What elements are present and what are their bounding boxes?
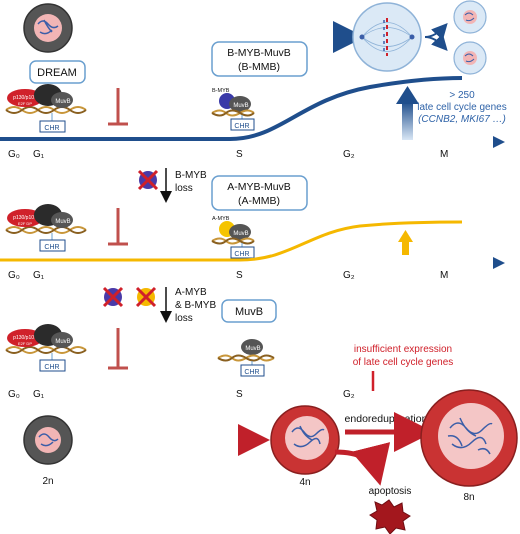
cell-2n-icon (23, 415, 73, 465)
step1-line2: loss (175, 183, 193, 194)
svg-text:MuvB: MuvB (245, 346, 260, 352)
phase-label: G₁ (33, 270, 45, 281)
bmyb-label: B-MYB (212, 88, 230, 94)
upregulation-arrow (396, 86, 419, 140)
step2-line1: A-MYB (175, 287, 207, 298)
bmyb-crossed-icon (102, 286, 124, 308)
apoptotic-cell-icon (369, 499, 411, 534)
division-arrow-up (424, 23, 448, 41)
ammb-box (211, 175, 308, 211)
panel-1: DREAM B-MYB-MuvB (B-MMB) p130/p107 E2F D… (0, 0, 507, 160)
phase-label: G₂ (343, 149, 355, 160)
ammb-label-line2: (A-MMB) (238, 195, 280, 207)
dream-complex-icon: p130/p107 E2F DP MuvB CHR (5, 324, 87, 372)
bmmb-box (211, 41, 308, 77)
phase-label: S (236, 389, 243, 400)
bmmb-label-line2: (B-MMB) (238, 61, 280, 73)
muvb-box-label: MuvB (235, 306, 263, 318)
cell-8n-icon (420, 389, 518, 487)
ploidy-2n: 2n (42, 476, 53, 487)
genes-examples: (CCNB2, MKI67 …) (418, 114, 506, 125)
ploidy-4n: 4n (299, 477, 310, 488)
phase-label: G₀ (8, 389, 20, 400)
muvb-complex-icon: MuvB CHR (217, 339, 275, 377)
chr-label: CHR (44, 125, 59, 132)
svg-text:E2F DP: E2F DP (18, 221, 32, 226)
phase-label: S (236, 270, 243, 281)
dream-box (29, 60, 86, 84)
step2-line2: & B-MYB (175, 300, 216, 311)
dream-complex-icon: p130/p107 E2F DP MuvB CHR (5, 84, 87, 133)
phase-label: M (440, 270, 448, 281)
step1-line1: B-MYB (175, 170, 207, 181)
upregulation-arrow-small (398, 230, 413, 255)
bottom-ploidy: 2n 4n endoreduplication apoptosis 8n (23, 389, 518, 534)
svg-text:CHR: CHR (244, 369, 259, 376)
svg-text:MuvB: MuvB (233, 231, 248, 237)
phase-label: G₂ (343, 389, 355, 400)
ammb-complex-icon: A-MYB MuvB CHR (211, 216, 255, 259)
bmmb-label-line1: B-MYB-MuvB (227, 47, 291, 59)
daughter-cell-icon (453, 41, 487, 75)
repression-icon (108, 208, 128, 246)
bmmb-complex-icon: B-MYB MuvB CHR (211, 88, 255, 131)
expression-curve-bmmb (0, 76, 463, 141)
svg-text:E2F DP: E2F DP (18, 341, 32, 346)
endoreduplication-label: endoreduplication (345, 413, 428, 425)
expression-curve-ammb (0, 220, 463, 262)
phase-label: S (236, 149, 243, 160)
amyb-crossed-icon (135, 286, 157, 308)
muvb-box (221, 299, 277, 323)
svg-text:MuvB: MuvB (55, 219, 70, 225)
phase-label: G₂ (343, 270, 355, 281)
daughter-cell-icon (453, 0, 487, 34)
dream-complex-icon: p130/p107 E2F DP MuvB CHR (5, 204, 87, 252)
phase-label: G₁ (33, 149, 45, 160)
repression-icon (108, 328, 128, 370)
svg-text:MuvB: MuvB (55, 339, 70, 345)
p130-label: p130/p107 (13, 95, 37, 101)
panel-2: A-MYB-MuvB (A-MMB) p130/p107 E2F DP MuvB… (0, 175, 505, 281)
svg-text:CHR: CHR (234, 251, 249, 258)
step2-line3: loss (175, 313, 193, 324)
cell-4n-icon (270, 405, 340, 475)
phase-label: M (440, 149, 448, 160)
step-bmyb-loss: B-MYB loss (137, 168, 207, 203)
bmyb-crossed-icon (137, 169, 159, 191)
amyb-label: A-MYB (212, 216, 230, 222)
phase-label: G₀ (8, 270, 20, 281)
apoptosis-label: apoptosis (369, 486, 412, 497)
panel-3: MuvB p130/p107 E2F DP MuvB CHR MuvB CHR (0, 299, 454, 400)
step-amyb-bmyb-loss: A-MYB & B-MYB loss (102, 286, 216, 324)
muvb-label: MuvB (55, 99, 70, 105)
genes-count: > 250 (449, 90, 475, 101)
genes-label: late cell cycle genes (417, 102, 507, 113)
svg-text:CHR: CHR (234, 123, 249, 130)
ammb-label-line1: A-MYB-MuvB (227, 181, 291, 193)
division-arrow-down (424, 33, 448, 51)
svg-text:CHR: CHR (44, 244, 59, 251)
insufficient-line1: insufficient expression (354, 344, 452, 355)
svg-text:CHR: CHR (44, 364, 59, 371)
svg-text:MuvB: MuvB (233, 103, 248, 109)
mitotic-cell-icon (352, 2, 422, 72)
g0-cell-icon (23, 3, 73, 53)
insufficient-line2: of late cell cycle genes (353, 357, 454, 368)
apoptosis-arrow (334, 442, 391, 486)
phase-label: G₁ (33, 389, 45, 400)
svg-text:p130/p107: p130/p107 (13, 335, 37, 341)
dream-label: DREAM (37, 67, 77, 79)
ploidy-8n: 8n (463, 492, 474, 503)
svg-text:p130/p107: p130/p107 (13, 215, 37, 221)
phase-label: G₀ (8, 149, 20, 160)
e2f-label: E2F DP (18, 101, 32, 106)
repression-icon (108, 88, 128, 126)
